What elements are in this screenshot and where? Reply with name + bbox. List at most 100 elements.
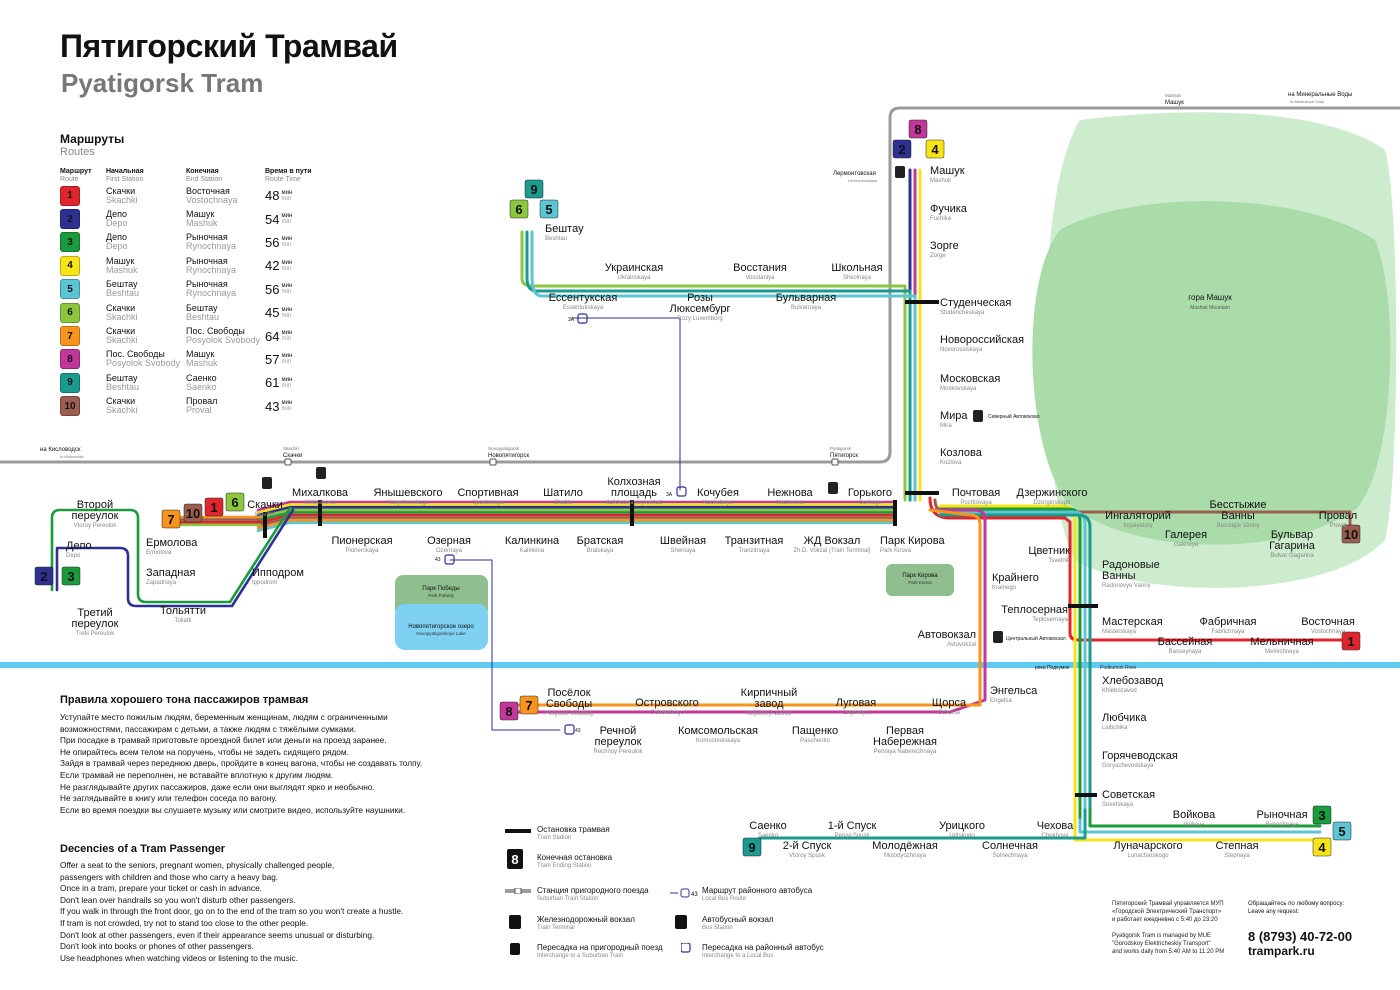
rule-line: If tram is not crowded, try not to stand… bbox=[60, 917, 309, 928]
route-time: 45 bbox=[265, 305, 280, 321]
route-number-badge: 7 bbox=[60, 326, 80, 347]
terminal-badge-label: 8 bbox=[914, 122, 921, 137]
legend-end-stop-label: Конечная остановка bbox=[537, 853, 613, 862]
terminal-badge bbox=[499, 701, 519, 721]
route-end: Саенко bbox=[186, 372, 217, 383]
terminal-badge-label: 7 bbox=[525, 698, 532, 713]
station-label: Пионерская bbox=[331, 535, 392, 547]
rail-station-label: Машук bbox=[1165, 100, 1184, 106]
station-label: Солнечная bbox=[982, 840, 1038, 852]
tram-stop bbox=[905, 300, 939, 304]
route-time-unit-en: min bbox=[281, 312, 292, 319]
min-vody-label: на Минеральные Воды bbox=[1288, 92, 1352, 98]
tram-line-east bbox=[938, 513, 1092, 822]
station-label-en: Avtovokzal bbox=[947, 642, 976, 648]
terminal-badge-label: 1 bbox=[1347, 634, 1354, 649]
station-label: Бульварная bbox=[776, 292, 837, 304]
rules-ru: Правила хорошего тона пассажиров трамвая… bbox=[60, 694, 480, 816]
station-label: Почтовая bbox=[952, 487, 1000, 499]
svg-text:43: 43 bbox=[691, 892, 698, 898]
station-label-en: Masterskaya bbox=[1102, 629, 1137, 635]
station-label-en: Pervyi Spusk bbox=[834, 833, 870, 839]
map-title: Пятигорский Трамвай bbox=[60, 28, 398, 64]
station-label: Восстания bbox=[733, 262, 787, 274]
station-label-en: Liubchika bbox=[1102, 725, 1128, 731]
terminal-badge bbox=[1332, 821, 1352, 841]
station-label-en: Mira bbox=[940, 423, 952, 429]
terminal-badge bbox=[524, 179, 544, 199]
bus-icon bbox=[577, 313, 588, 324]
station-label-en: Tsvetnik bbox=[1048, 558, 1071, 564]
station-label: Калинкина bbox=[505, 535, 560, 547]
rules-en-title: Decencies of a Tram Passenger bbox=[60, 843, 226, 855]
station-label: Свободы bbox=[546, 698, 592, 710]
route-time-unit-en: min bbox=[281, 219, 292, 226]
station-label: Крайнего bbox=[992, 572, 1039, 584]
route-first: Машук bbox=[106, 255, 135, 266]
station-label-en: Khlebozavod bbox=[1102, 688, 1137, 694]
station-label-en: Rozy Luxemburg bbox=[677, 316, 722, 322]
rail-station-mark bbox=[284, 458, 292, 466]
station-label: Советская bbox=[1102, 789, 1155, 801]
station-label-en: Sheinaya bbox=[670, 548, 696, 554]
route-time-unit-en: min bbox=[281, 336, 292, 343]
station-label: Михалкова bbox=[292, 487, 349, 499]
park-kirova-label: Парк Кирова bbox=[902, 573, 938, 579]
rule-line: Не заглядывайте в книгу или телефон сосе… bbox=[60, 793, 277, 804]
terminal-badge-label: 6 bbox=[515, 202, 522, 217]
contact-ask-ru: Обращайтесь по любому вопросу: bbox=[1248, 901, 1345, 907]
station-label: Московская bbox=[940, 373, 1000, 385]
terminal-badge-label: 9 bbox=[748, 840, 755, 855]
legend-tram-stop-label-en: Tram Station bbox=[537, 835, 572, 841]
station-label-en: Bulvar Gagarina bbox=[1270, 553, 1314, 559]
station-label-en: Tretii Pereulok bbox=[76, 631, 115, 637]
col-route-en: Route bbox=[60, 176, 79, 183]
station-label: Молодёжная bbox=[872, 840, 938, 852]
bus-station-label: Северный Автовокзал bbox=[988, 413, 1040, 420]
terminal-badge-label: 4 bbox=[1318, 840, 1326, 855]
route-number-badge: 2 bbox=[60, 209, 80, 230]
lake-label-en: Novopyatigorskoye Lake bbox=[416, 631, 466, 636]
route-end: Провал bbox=[186, 396, 218, 407]
station-label-en: Yanyshevskogo bbox=[387, 500, 430, 506]
station-label-en: Melnichnaya bbox=[1265, 649, 1299, 655]
route-time-unit: мин bbox=[281, 236, 293, 243]
route-time: 42 bbox=[265, 258, 280, 274]
info-line: and works daily from 5:40 AM to 11:20 PM bbox=[1112, 949, 1225, 955]
bus-station-icon bbox=[675, 915, 687, 929]
station-label-en: Dzerginskogo bbox=[1034, 500, 1071, 506]
route-time: 56 bbox=[265, 281, 280, 297]
station-label: Войкова bbox=[1173, 809, 1216, 821]
station-label: Ванны bbox=[1221, 510, 1255, 522]
station-label-en: Nezhnova bbox=[776, 500, 804, 506]
route-time: 54 bbox=[265, 211, 280, 227]
contact-website[interactable]: trampark.ru bbox=[1248, 944, 1315, 958]
terminal-badge bbox=[161, 509, 181, 529]
route-first: Скачки bbox=[106, 326, 136, 337]
station-label-en: Ingalyatory bbox=[1123, 523, 1152, 529]
terminal-badge-label: 9 bbox=[530, 182, 537, 197]
station-label-en: Park Kirova bbox=[880, 548, 912, 554]
river-label-en: Podkumok River bbox=[1100, 665, 1137, 671]
terminal-badge bbox=[892, 139, 912, 159]
station-label-en: Toliatti bbox=[174, 618, 191, 624]
terminal-badge-label: 10 bbox=[1344, 527, 1358, 542]
contact-phone[interactable]: 8 (8793) 40-72-00 bbox=[1248, 929, 1353, 944]
route-first-en: Posyolok Svobody bbox=[106, 358, 181, 369]
rule-line: Если во время поездки вы слушаете музыку… bbox=[60, 804, 406, 815]
station-label: переулок bbox=[72, 510, 119, 522]
route-end: Рыночная bbox=[186, 255, 228, 266]
route-time-unit: мин bbox=[281, 330, 293, 337]
station-label: Комсомольская bbox=[678, 725, 758, 737]
terminal-badge bbox=[509, 199, 529, 219]
station-label: Новороссийская bbox=[940, 334, 1024, 346]
legend-bus-station-label: Автобусный вокзал bbox=[702, 915, 774, 924]
info-line: Пятигорский Трамвай управляется МУП bbox=[1112, 901, 1224, 907]
station-label: Посёлок bbox=[547, 687, 590, 699]
rail-station-label: Лермонтовская bbox=[833, 171, 876, 177]
station-label: Речной bbox=[600, 725, 637, 737]
terminal-badge-label: 5 bbox=[545, 202, 552, 217]
station-label-en: Shkolnaya bbox=[843, 275, 872, 281]
station-label: завод bbox=[754, 698, 784, 710]
